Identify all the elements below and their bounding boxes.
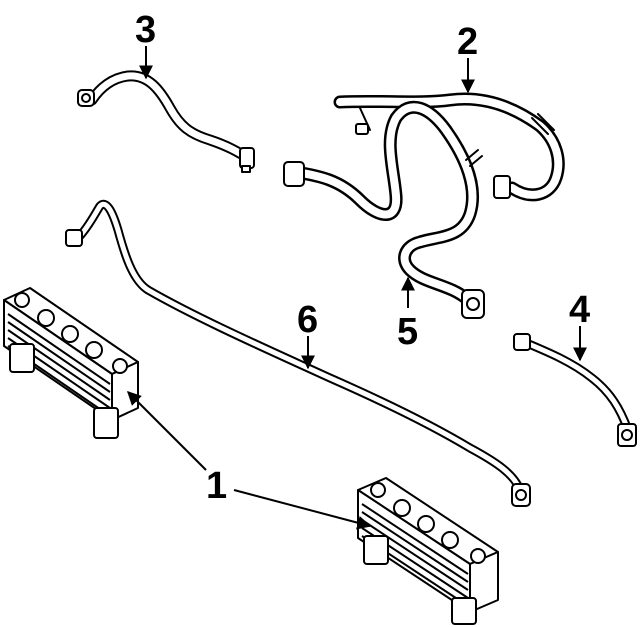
callout-5: 5: [397, 311, 418, 353]
hose-part-2: [333, 92, 565, 202]
pipe-part-4: [513, 333, 637, 447]
callout-4: 4: [569, 289, 590, 331]
oil-cooler-right: [357, 477, 499, 625]
pipe-part-6: [65, 199, 531, 507]
callout-2: 2: [457, 21, 478, 63]
leader-1b: [233, 489, 372, 530]
hose-part-5: [283, 100, 485, 319]
leader-lines: [127, 46, 587, 530]
callout-3: 3: [135, 9, 156, 51]
callout-1: 1: [206, 465, 227, 507]
callout-6: 6: [297, 299, 318, 341]
leader-1a: [127, 391, 207, 471]
hose-part-3: [77, 70, 255, 173]
oil-cooler-left: [3, 287, 139, 439]
